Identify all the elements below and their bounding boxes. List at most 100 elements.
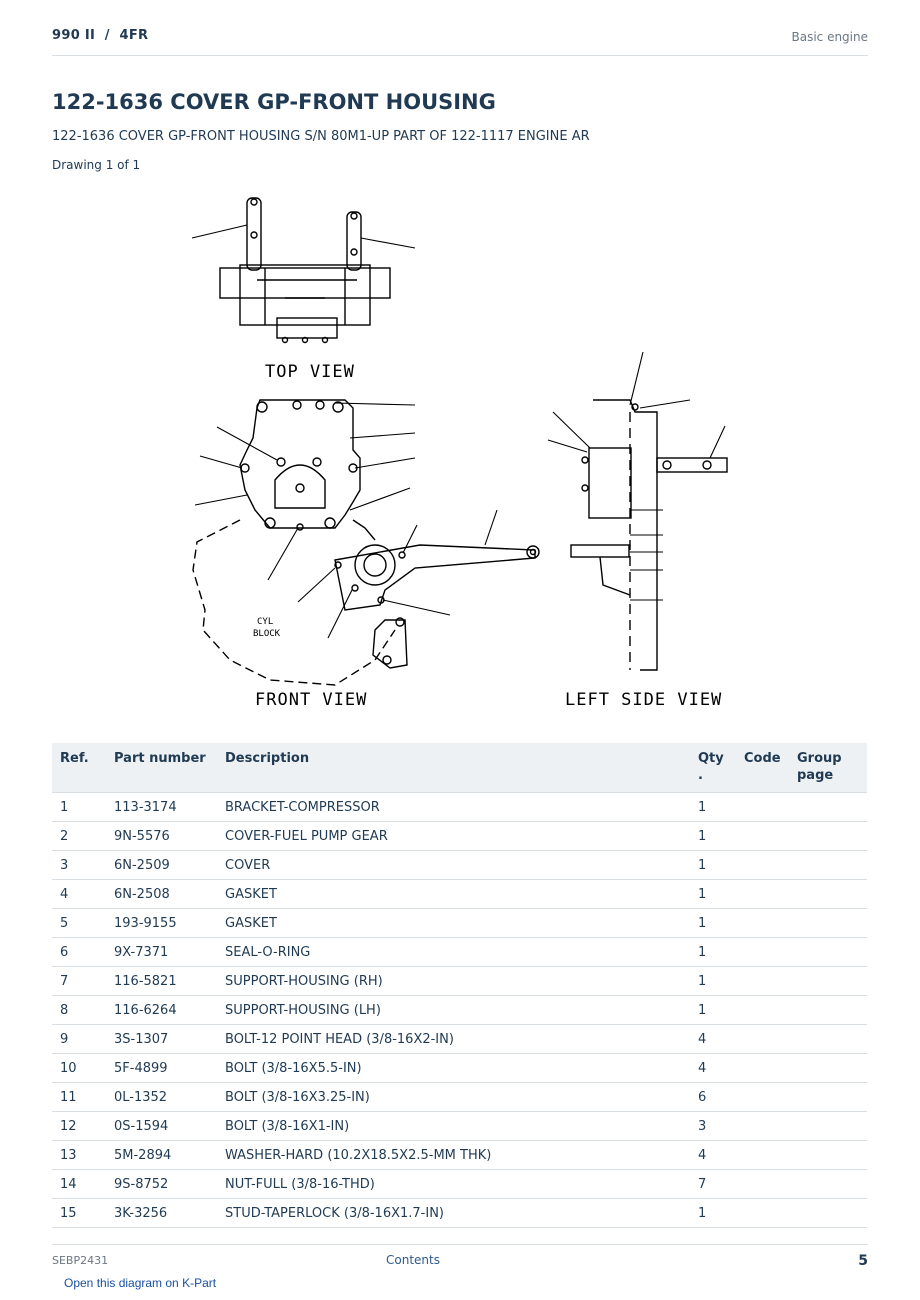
qty-cell: 4 [690, 1024, 736, 1054]
contents-link[interactable]: Contents [386, 1253, 440, 1267]
part-number-cell: 113-3174 [106, 792, 217, 822]
parts-diagram-svg: TOP VIEW FRONT VIEW LEFT SIDE VIEW CYL B… [191, 197, 728, 710]
col-page-label: page [797, 768, 834, 783]
qty-cell: 4 [690, 1140, 736, 1170]
ref-cell: 6 [52, 937, 106, 967]
parts-diagram[interactable]: TOP VIEW FRONT VIEW LEFT SIDE VIEW CYL B… [185, 190, 745, 720]
description-cell: BOLT (3/8-16X3.25-IN) [217, 1082, 690, 1112]
col-qty: Qty. [690, 743, 736, 793]
ref-cell: 5 [52, 908, 106, 938]
qty-cell: 1 [690, 966, 736, 996]
group-page-cell [789, 879, 867, 909]
ref-cell: 4 [52, 879, 106, 909]
front-view-label: FRONT VIEW [255, 690, 367, 710]
section-name: Basic engine [791, 30, 868, 44]
qty-cell: 4 [690, 1053, 736, 1083]
open-kpart-link[interactable]: Open this diagram on K-Part [64, 1276, 217, 1290]
col-qty-label: Qty [698, 751, 724, 766]
description-cell: GASKET [217, 879, 690, 909]
code-cell [736, 1169, 789, 1199]
col-description: Description [217, 743, 690, 793]
part-number-cell: 6N-2509 [106, 850, 217, 880]
document-id: SEBP2431 [52, 1254, 109, 1267]
part-number-cell: 193-9155 [106, 908, 217, 938]
parts-table: Ref. Part number Description Qty. Code G… [52, 743, 867, 1228]
ref-cell: 13 [52, 1140, 106, 1170]
col-code: Code [736, 743, 789, 793]
description-cell: SUPPORT-HOUSING (LH) [217, 995, 690, 1025]
part-number-cell: 5M-2894 [106, 1140, 217, 1170]
code-cell [736, 1111, 789, 1141]
left-side-view-label: LEFT SIDE VIEW [565, 690, 722, 710]
description-cell: BOLT (3/8-16X1-IN) [217, 1111, 690, 1141]
group-page-cell [789, 1140, 867, 1170]
qty-cell: 1 [690, 937, 736, 967]
qty-cell: 6 [690, 1082, 736, 1112]
part-number-cell: 3S-1307 [106, 1024, 217, 1054]
part-number-cell: 116-6264 [106, 995, 217, 1025]
group-page-cell [789, 1053, 867, 1083]
group-page-cell [789, 1024, 867, 1054]
ref-cell: 12 [52, 1111, 106, 1141]
qty-cell: 1 [690, 879, 736, 909]
cyl-label: CYL [257, 617, 273, 627]
ref-cell: 7 [52, 966, 106, 996]
qty-cell: 3 [690, 1111, 736, 1141]
description-cell: WASHER-HARD (10.2X18.5X2.5-MM THK) [217, 1140, 690, 1170]
qty-cell: 1 [690, 995, 736, 1025]
description-cell: NUT-FULL (3/8-16-THD) [217, 1169, 690, 1199]
part-number-cell: 116-5821 [106, 966, 217, 996]
part-number-cell: 0L-1352 [106, 1082, 217, 1112]
qty-cell: 1 [690, 821, 736, 851]
code-cell [736, 1024, 789, 1054]
qty-cell: 1 [690, 1198, 736, 1228]
group-page-cell [789, 908, 867, 938]
group-page-cell [789, 792, 867, 822]
group-page-cell [789, 821, 867, 851]
code-cell [736, 850, 789, 880]
ref-cell: 3 [52, 850, 106, 880]
code-cell [736, 879, 789, 909]
code-cell [736, 1140, 789, 1170]
description-cell: BOLT-12 POINT HEAD (3/8-16X2-IN) [217, 1024, 690, 1054]
code-cell [736, 1053, 789, 1083]
part-number-cell: 9N-5576 [106, 821, 217, 851]
description-cell: BRACKET-COMPRESSOR [217, 792, 690, 822]
ref-cell: 15 [52, 1198, 106, 1228]
part-number-cell: 9S-8752 [106, 1169, 217, 1199]
description-cell: COVER-FUEL PUMP GEAR [217, 821, 690, 851]
description-cell: GASKET [217, 908, 690, 938]
code-cell [736, 966, 789, 996]
ref-cell: 11 [52, 1082, 106, 1112]
part-number-cell: 5F-4899 [106, 1053, 217, 1083]
group-page-cell [789, 850, 867, 880]
col-group-label: Group [797, 751, 842, 766]
part-number-cell: 9X-7371 [106, 937, 217, 967]
code-cell [736, 1198, 789, 1228]
description-cell: SUPPORT-HOUSING (RH) [217, 966, 690, 996]
group-page-cell [789, 966, 867, 996]
description-cell: COVER [217, 850, 690, 880]
ref-cell: 2 [52, 821, 106, 851]
col-ref: Ref. [52, 743, 106, 793]
ref-cell: 8 [52, 995, 106, 1025]
col-part-number: Part number [106, 743, 217, 793]
description-cell: BOLT (3/8-16X5.5-IN) [217, 1053, 690, 1083]
code-cell [736, 792, 789, 822]
code-cell [736, 908, 789, 938]
qty-cell: 1 [690, 850, 736, 880]
ref-cell: 14 [52, 1169, 106, 1199]
